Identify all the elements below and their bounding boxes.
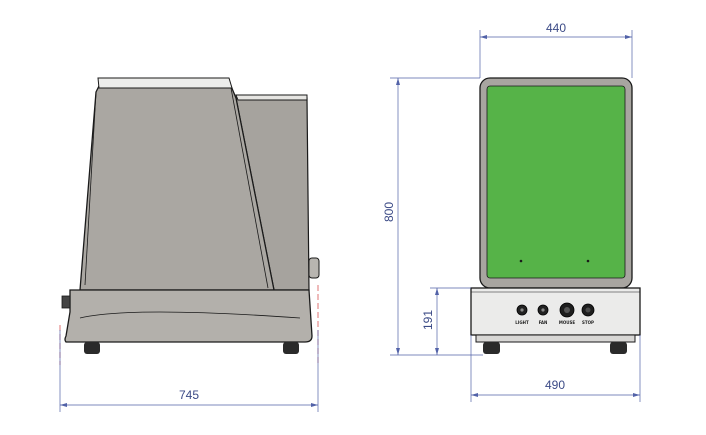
dim-490-arrow-right bbox=[633, 393, 640, 397]
front-button-light[interactable]: LIGHT bbox=[515, 304, 529, 325]
dim-440-arrow-left bbox=[480, 35, 487, 39]
front-foot-left bbox=[483, 342, 500, 354]
side-hood-edge-line bbox=[84, 91, 97, 286]
stop-button-label: STOP bbox=[582, 320, 594, 325]
fan-button-label: FAN bbox=[539, 320, 548, 325]
front-view: LIGHT FAN MOUSE STOP 440 bbox=[382, 21, 641, 402]
stop-button-center bbox=[585, 307, 591, 313]
window-screw-right bbox=[586, 259, 590, 263]
side-connector bbox=[61, 295, 71, 309]
light-button-label: LIGHT bbox=[515, 320, 529, 325]
front-base bbox=[470, 287, 641, 336]
front-button-stop[interactable]: STOP bbox=[581, 303, 595, 325]
side-hood-top bbox=[97, 77, 233, 89]
dim-800-label: 800 bbox=[382, 202, 396, 222]
side-foot-rear bbox=[283, 342, 299, 354]
front-base-bottom bbox=[475, 334, 636, 343]
dim-800-arrow-bottom bbox=[396, 348, 400, 355]
dim-440-label: 440 bbox=[546, 21, 566, 35]
fan-button-center bbox=[541, 308, 545, 312]
dim-191-arrow-top bbox=[435, 288, 439, 295]
side-base-curve bbox=[79, 311, 301, 319]
front-green-window bbox=[486, 85, 626, 279]
dim-490-label: 490 bbox=[545, 378, 565, 392]
dim-490-arrow-left bbox=[471, 393, 478, 397]
mouse-button-center bbox=[564, 307, 570, 313]
dim-745-arrow-left bbox=[60, 403, 67, 407]
side-foot-front bbox=[84, 342, 100, 354]
side-rear-knob bbox=[308, 257, 320, 279]
front-foot-right bbox=[610, 342, 627, 354]
side-base bbox=[64, 289, 313, 343]
front-button-mouse[interactable]: MOUSE bbox=[559, 302, 576, 325]
window-screw-left bbox=[519, 259, 523, 263]
dim-745-arrow-right bbox=[311, 403, 318, 407]
mouse-button-label: MOUSE bbox=[559, 320, 576, 325]
dim-440-arrow-right bbox=[625, 35, 632, 39]
dim-745-label: 745 bbox=[179, 388, 199, 402]
dim-800-arrow-top bbox=[396, 78, 400, 85]
front-button-fan[interactable]: FAN bbox=[537, 304, 549, 325]
dim-191-arrow-bottom bbox=[435, 348, 439, 355]
dim-191-label: 191 bbox=[421, 310, 435, 330]
side-rear-top-edge bbox=[235, 94, 308, 101]
side-view: 745 bbox=[59, 77, 320, 412]
light-button-center bbox=[520, 308, 524, 312]
side-hood-slope-inner bbox=[230, 87, 269, 289]
